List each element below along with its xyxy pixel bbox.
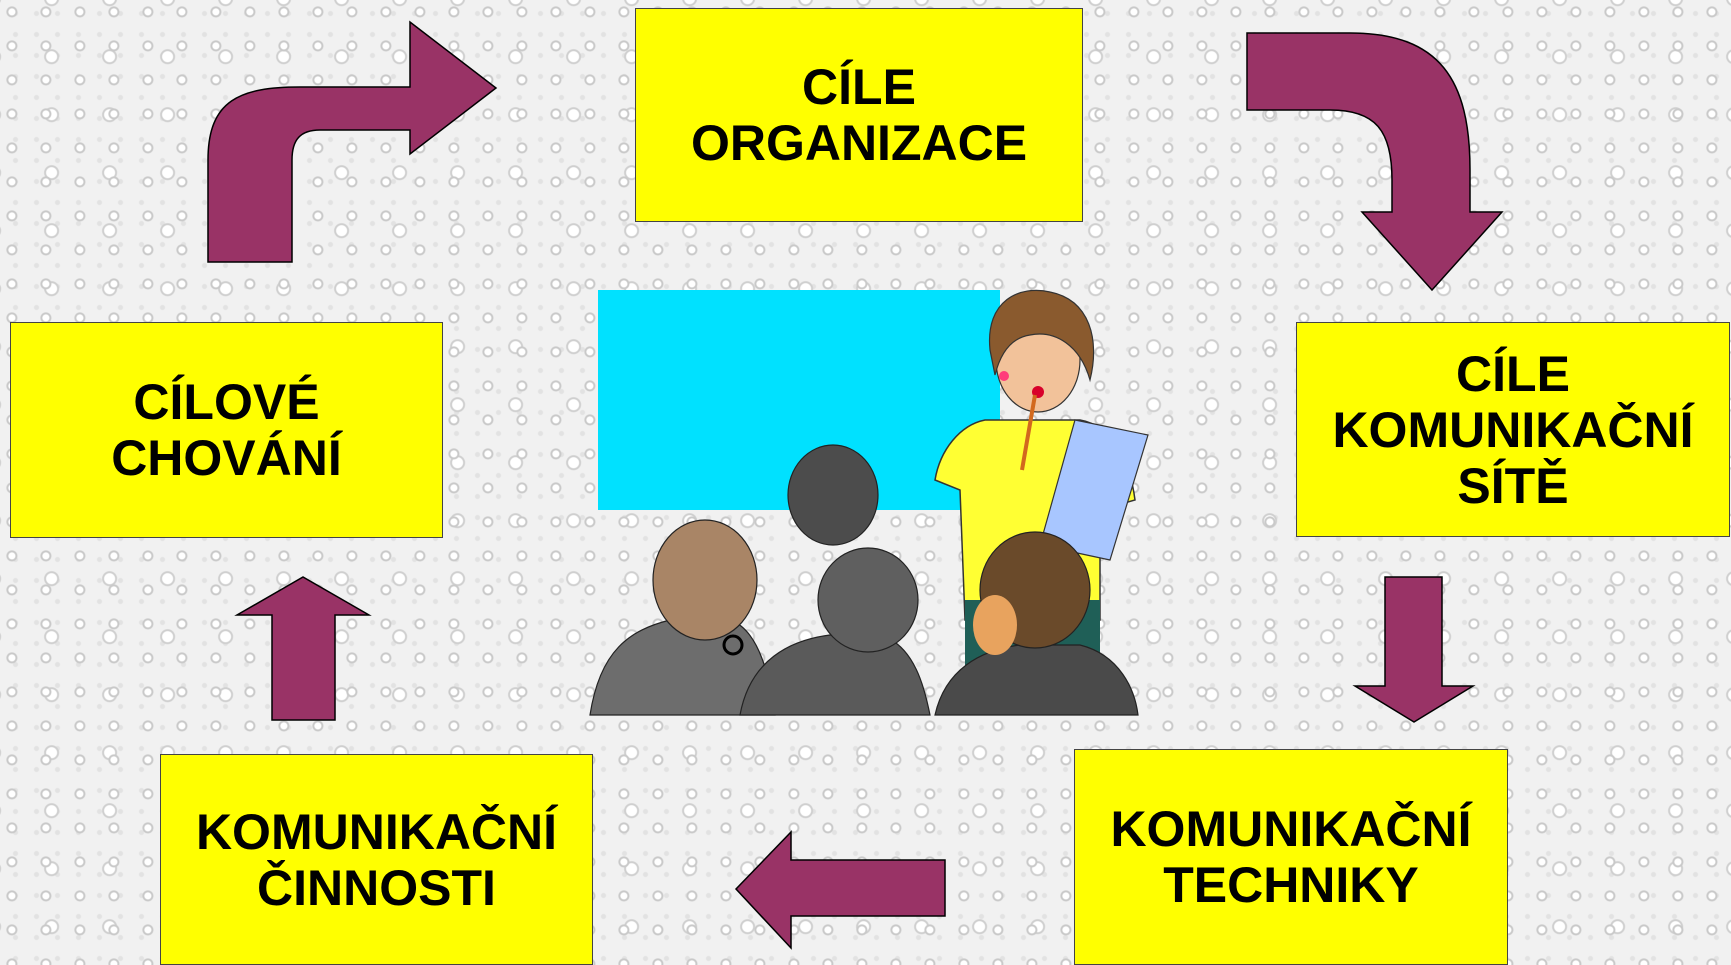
box-text-line: SÍTĚ — [1457, 457, 1569, 514]
presenter-paper — [1039, 419, 1149, 561]
audience-face-4 — [973, 595, 1017, 655]
audience-member-middle — [739, 634, 931, 716]
box-text-line: TECHNIKY — [1163, 857, 1419, 913]
box-text-line: KOMUNIKAČNÍ — [195, 803, 558, 860]
presenter-earring — [999, 371, 1009, 381]
arrow-left-icon — [734, 830, 946, 950]
box-komunikacni-techniky: KOMUNIKAČNÍ TECHNIKY — [1074, 749, 1508, 965]
box-text-line: CÍLE — [1456, 345, 1570, 402]
arrow-down-icon — [1352, 576, 1476, 723]
audience-head-1 — [652, 519, 758, 641]
box-text-line: KOMUNIKAČNÍ — [1110, 801, 1472, 857]
presenter-hair — [988, 289, 1095, 383]
presenter-pen — [1020, 394, 1037, 471]
box-text-line: CÍLOVÉ — [133, 374, 320, 430]
box-text-line: CÍLE — [802, 59, 916, 115]
box-text-line: ČINNOSTI — [257, 859, 496, 916]
box-cile-komunikacni-site: CÍLE KOMUNIKAČNÍ SÍTĚ — [1296, 322, 1730, 537]
audience-earring — [722, 634, 744, 656]
curved-arrow-up-right-icon — [207, 20, 498, 263]
box-text-line: ORGANIZACE — [690, 115, 1028, 171]
box-text-line: CHOVÁNÍ — [111, 430, 342, 486]
box-text-line: KOMUNIKAČNÍ — [1332, 401, 1694, 458]
audience-head-2 — [787, 444, 879, 546]
box-cilove-chovani: CÍLOVÉ CHOVÁNÍ — [10, 322, 443, 538]
audience-head-3 — [817, 547, 919, 653]
arrow-up-icon — [234, 576, 372, 721]
curved-arrow-right-down-icon — [1246, 32, 1504, 292]
box-komunikacni-cinnosti: KOMUNIKAČNÍ ČINNOSTI — [160, 754, 593, 965]
box-cile-organizace: CÍLE ORGANIZACE — [635, 8, 1083, 222]
